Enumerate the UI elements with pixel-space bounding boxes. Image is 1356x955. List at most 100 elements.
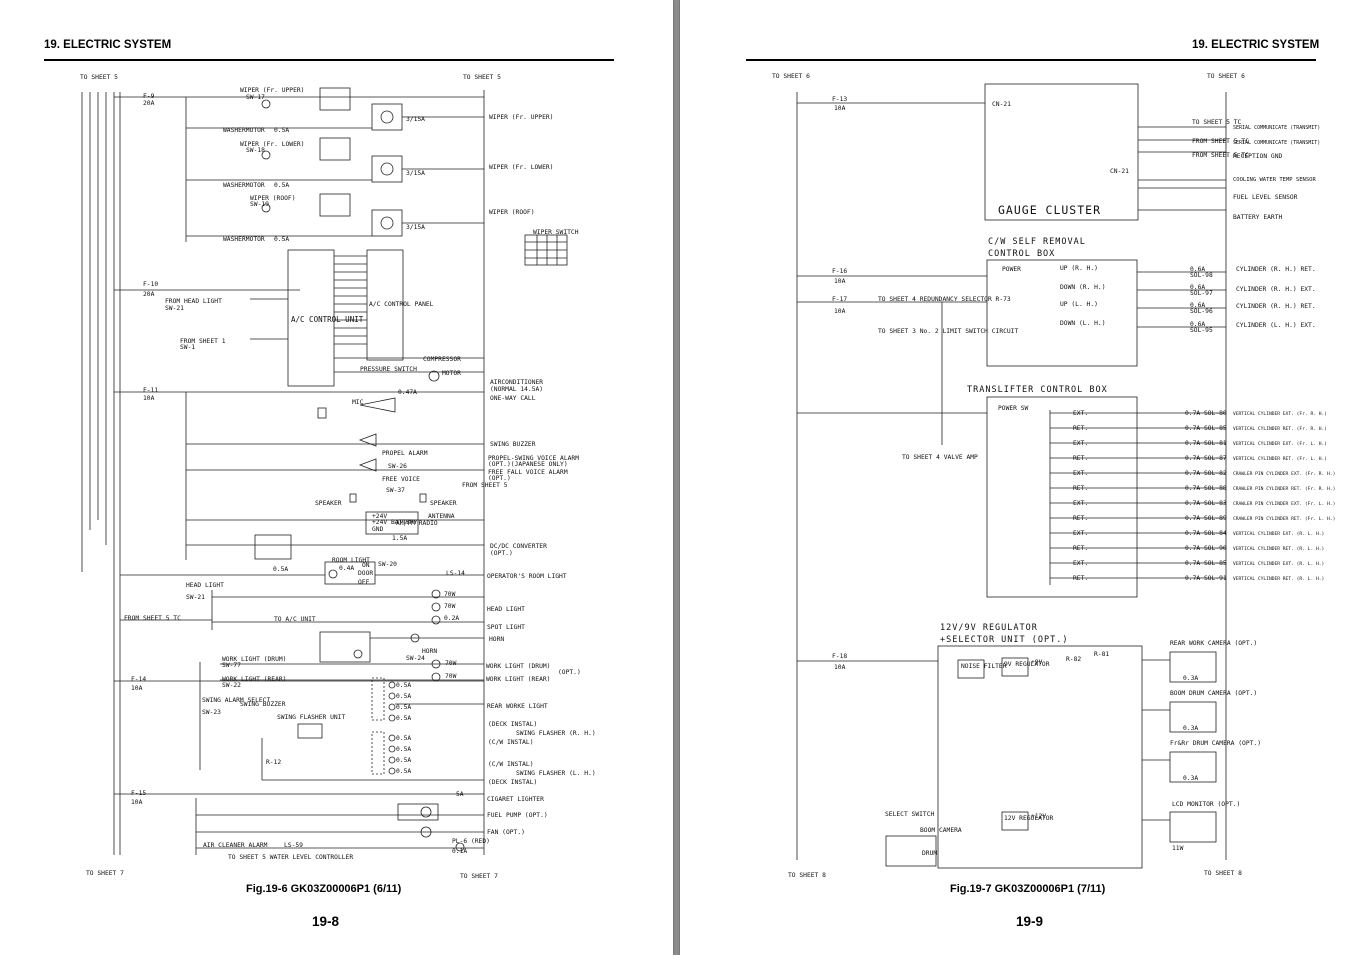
sol-95: SOL-95: [1190, 327, 1213, 334]
cam-rating-2: 0.3A: [1183, 725, 1198, 732]
from-sheet-5-tc: FROM SHEET 5 TC: [124, 615, 181, 622]
washer-rating-2: 0.5A: [274, 182, 289, 189]
tl-solenoid-label: 0.7A SOL-85: [1185, 560, 1227, 567]
serial-transmit: SERIAL COMMUNICATE (TRANSMIT): [1233, 125, 1320, 131]
cw-instal-2: (C/W INSTAL): [488, 761, 534, 768]
up-lh: UP (L. H.): [1060, 301, 1098, 308]
out-wiper-fr-lower: WIPER (Fr. LOWER): [489, 164, 553, 171]
right-figure-caption: Fig.19-7 GK03Z00006P1 (7/11): [950, 883, 1106, 895]
to-sheet-4-redundancy: TO SHEET 4 REDUNDANCY SELECTOR R-73: [878, 296, 1011, 303]
left-page-number: 19-8: [312, 914, 340, 929]
translifter-solenoid-rows: [1050, 412, 1226, 579]
cw-instal-1: (C/W INSTAL): [488, 739, 534, 746]
wiring-diagram-sheet-6: TO SHEET 5 TO SHEET 5 TO SHEET 7 TO SHEE…: [80, 74, 596, 880]
room-on: ON: [362, 562, 370, 569]
fuse-f13-rating: 10A: [834, 105, 846, 112]
tl-direction-label: RET.: [1073, 515, 1088, 522]
propel-voice-note: (OPT.)(JAPANESE ONLY): [488, 461, 568, 468]
fan: FAN (OPT.): [487, 829, 525, 836]
tl-solenoid-label: 0.7A SOL-83: [1185, 500, 1227, 507]
fuel-pump: FUEL PUMP (OPT.): [487, 812, 548, 819]
compressor: COMPRESSOR: [423, 356, 461, 363]
serial-receive: SERIAL COMMUNICATE (TRANSMIT): [1233, 140, 1320, 146]
tl-direction-label: EXT.: [1073, 500, 1088, 507]
lamp-70w-3: 70W: [445, 660, 457, 667]
washer-rating-3: 0.5A: [274, 236, 289, 243]
tl-solenoid-label: 0.7A SOL-80: [1185, 410, 1227, 417]
tl-function-label: VERTICAL CYLINDER EXT. (R. L. H.): [1233, 531, 1324, 537]
boom-drum-camera: BOOM DRUM CAMERA (OPT.): [1170, 690, 1257, 697]
free-voice: FREE VOICE: [382, 476, 420, 483]
radio-rating: 1.5A: [392, 535, 407, 542]
right-page-number: 19-9: [1016, 914, 1044, 929]
wiper-motor-rating-3: 3/15A: [406, 224, 425, 231]
tl-solenoid-label: 0.7A SOL-84: [1185, 530, 1227, 537]
sw-22: SW-22: [222, 682, 241, 689]
radio: AM/FM RADIO: [396, 520, 438, 527]
tl-function-label: VERTICAL CYLINDER EXT. (Fr. R. H.): [1233, 411, 1327, 417]
reception-gnd: RECEPTION GND: [1233, 153, 1282, 160]
tl-function-label: CRAWLER PIN CYLINDER RET. (Fr. L. H.): [1233, 516, 1335, 522]
to-sheet-top-left-r: TO SHEET 6: [772, 73, 810, 80]
tl-solenoid-label: 0.7A SOL-85: [1185, 425, 1227, 432]
cyl-lh-ret: CYLINDER (R. H.) RET.: [1236, 303, 1316, 310]
tl-power-sw: POWER SW: [998, 405, 1029, 412]
relay-r82: R-82: [1066, 656, 1081, 663]
antenna: ANTENNA: [428, 513, 455, 520]
propel-alarm: PROPEL ALARM: [382, 450, 428, 457]
tl-solenoid-label: 0.7A SOL-90: [1185, 545, 1227, 552]
left-page-header: 19. ELECTRIC SYSTEM: [44, 39, 172, 51]
out-wiper-fr-upper: WIPER (Fr. UPPER): [489, 114, 553, 121]
fuse-f11-rating: 10A: [143, 395, 155, 402]
free-fall-note: (OPT.): [488, 475, 511, 482]
fuse-f15-rating: 10A: [131, 799, 143, 806]
from-sheet-5: FROM SHEET 5: [462, 482, 508, 489]
left-diagram-labels: TO SHEET 5 TO SHEET 5 TO SHEET 7 TO SHEE…: [80, 74, 596, 880]
to-sheet-top-left: TO SHEET 5: [80, 74, 118, 81]
fuse-f11: F-11: [143, 387, 158, 394]
sol-97: SOL-97: [1190, 290, 1213, 297]
swing-alarm-select: SWING ALARM SELECT: [202, 697, 270, 704]
reg-12v: 12V REGULATOR: [1004, 815, 1053, 822]
right-diagram-labels: TO SHEET 6 TO SHEET 6 TO SHEET 8 TO SHEE…: [772, 73, 1320, 879]
left-figure-caption: Fig.19-6 GK03Z00006P1 (6/11): [246, 883, 402, 895]
room-light: ROOM LIGHT: [332, 557, 370, 564]
lamp-0-5a-6: 0.5A: [396, 746, 411, 753]
tl-function-label: CRAWLER PIN CYLINDER RET. (Fr. R. H.): [1233, 486, 1335, 492]
tl-solenoid-label: 0.7A SOL-81: [1185, 440, 1227, 447]
to-sheet-bottom-left-r: TO SHEET 8: [788, 872, 826, 879]
speaker-left: SPEAKER: [315, 500, 342, 507]
horn-switch: HORN: [422, 648, 437, 655]
boom-camera: BOOM CAMERA: [920, 827, 962, 834]
cw-box-title-1: C/W SELF REMOVAL: [988, 237, 1086, 247]
radio-battery: +24V BATTERY: [372, 519, 418, 526]
ac-control-unit: A/C CONTROL UNIT: [291, 315, 364, 324]
swing-flasher-rh: SWING FLASHER (R. H.): [516, 730, 596, 737]
tl-direction-label: RET.: [1073, 545, 1088, 552]
wiper-fr-lower-switch: WIPER (Fr. LOWER): [240, 141, 304, 148]
fuse-f18: F-18: [832, 653, 847, 660]
wiper-motor-rating-1: 3/15A: [406, 116, 425, 123]
sol-97-rating: 0.6A: [1190, 284, 1205, 291]
fuse-f10-rating: 20A: [143, 291, 155, 298]
fuse-f10: F-10: [143, 281, 158, 288]
cw-power: POWER: [1002, 266, 1021, 273]
wiper-fr-upper-switch: WIPER (Fr. UPPER): [240, 87, 304, 94]
ls-59: LS-59: [284, 842, 303, 849]
fuse-f14-rating: 10A: [131, 685, 143, 692]
fuse-f14: F-14: [131, 676, 146, 683]
right-header-rule: [746, 59, 1316, 61]
sw-24: SW-24: [406, 655, 425, 662]
washer-rating-1: 0.5A: [274, 127, 289, 134]
swing-flasher-lh: SWING FLASHER (L. H.): [516, 770, 596, 777]
wiring-diagram-sheet-7: TO SHEET 6 TO SHEET 6 TO SHEET 8 TO SHEE…: [772, 73, 1335, 879]
pressure-switch: PRESSURE SWITCH: [360, 366, 417, 373]
fuse-f16-rating: 10A: [834, 278, 846, 285]
relay-r81: R-81: [1094, 651, 1109, 658]
motor: MOTOR: [442, 370, 461, 377]
dcdc-converter: DC/DC CONVERTER: [490, 543, 547, 550]
fuel-level-sensor: FUEL LEVEL SENSOR: [1233, 194, 1298, 201]
cooling-water-sensor: COOLING WATER TEMP SENSOR: [1233, 177, 1316, 183]
tl-direction-label: EXT.: [1073, 530, 1088, 537]
sol-95-rating: 0.6A: [1190, 321, 1205, 328]
